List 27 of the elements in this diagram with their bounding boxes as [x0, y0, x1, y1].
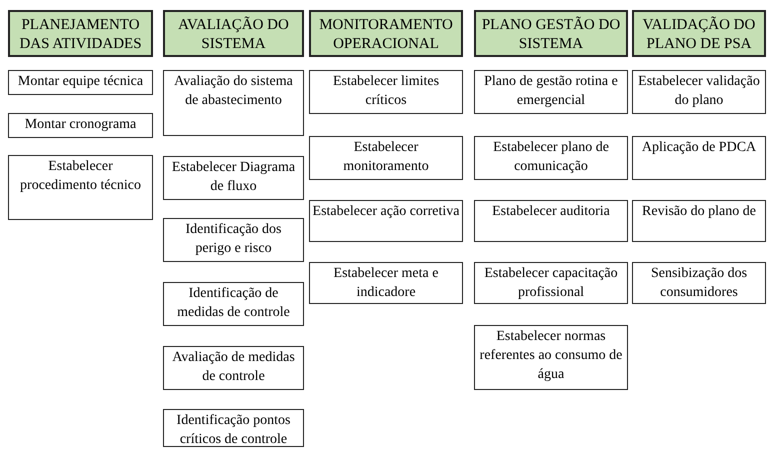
step-box: Estabelecer normas referentes ao consumo de água: [474, 325, 628, 390]
step-box: Avaliação do sistema de abastecimento: [163, 70, 304, 136]
step-box: Estabelecer monitoramento: [309, 136, 463, 180]
header-box: AVALIAÇÃO DO SISTEMA: [163, 10, 304, 57]
step-box: Estabelecer procedimento técnico: [8, 155, 153, 220]
step-box: Montar cronograma: [8, 113, 153, 138]
step-box: Identificação pontos críticos de controle: [163, 409, 304, 447]
header-box: PLANEJAMENTO DAS ATIVIDADES: [8, 10, 153, 57]
header-box: PLANO GESTÃO DO SISTEMA: [474, 10, 628, 57]
step-box: Identificação dos perigo e risco: [163, 218, 304, 262]
step-box: Estabelecer Diagrama de fluxo: [163, 156, 304, 200]
step-box: Plano de gestão rotina e emergencial: [474, 70, 628, 114]
step-box: Avaliação de medidas de controle: [163, 346, 304, 390]
step-box: Estabelecer ação corretiva: [309, 200, 463, 242]
header-box: MONITORAMENTO OPERACIONAL: [309, 10, 463, 57]
step-box: Estabelecer auditoria: [474, 200, 628, 242]
step-box: Sensibização dos consumidores: [632, 262, 766, 304]
step-box: Estabelecer plano de comunicação: [474, 136, 628, 180]
step-box: Estabelecer meta e indicadore: [309, 262, 463, 304]
step-box: Montar equipe técnica: [8, 70, 153, 95]
step-box: Estabelecer capacitação profissional: [474, 262, 628, 304]
header-box: VALIDAÇÃO DO PLANO DE PSA: [632, 10, 766, 57]
step-box: Estabelecer limites críticos: [309, 70, 463, 114]
step-box: Aplicação de PDCA: [632, 136, 766, 180]
step-box: Identificação de medidas de controle: [163, 282, 304, 326]
step-box: Estabelecer validação do plano: [632, 70, 766, 114]
step-box: Revisão do plano de: [632, 200, 766, 242]
